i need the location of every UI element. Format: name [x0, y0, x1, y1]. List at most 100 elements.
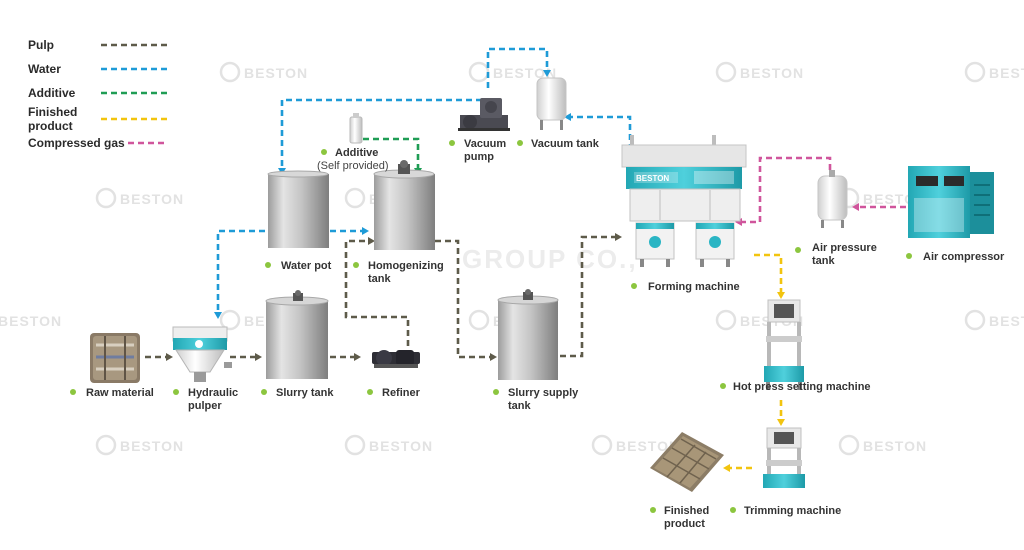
svg-text:Finished: Finished — [28, 105, 77, 119]
pulp-line-supply-to-forming — [560, 235, 615, 358]
svg-text:Slurry supply: Slurry supply — [508, 387, 579, 399]
bullet-icon — [173, 389, 179, 395]
arrowhead — [354, 353, 361, 361]
svg-text:Water pot: Water pot — [281, 260, 332, 272]
svg-text:Vacuum tank: Vacuum tank — [531, 138, 600, 150]
arrowhead — [564, 113, 571, 121]
label-vacuum-pump: Vacuum pump — [449, 138, 506, 163]
label-hot-press-setting-machine: Hot press setting machine — [720, 381, 871, 393]
arrowhead — [723, 464, 730, 472]
svg-text:BESTON: BESTON — [493, 65, 557, 81]
watermark: BESTON — [0, 313, 62, 329]
label-hydraulic-pulper: Hydraulic pulper — [173, 387, 238, 412]
svg-text:Additive: Additive — [335, 147, 378, 159]
bullet-icon — [261, 389, 267, 395]
bullet-icon — [70, 389, 76, 395]
air-compressor-icon — [908, 166, 994, 238]
pulp-line-refiner-to-homogenizing — [344, 239, 410, 356]
legend-item-additive: Additive — [28, 86, 168, 100]
svg-text:BESTON: BESTON — [740, 65, 804, 81]
svg-text:Trimming machine: Trimming machine — [744, 505, 841, 517]
svg-text:pump: pump — [464, 151, 494, 163]
svg-text:BESTON: BESTON — [120, 438, 184, 454]
label-finished-product: Finished product — [650, 505, 709, 530]
trimming-machine-icon — [763, 427, 805, 488]
water-line-pot-to-pulper — [216, 229, 265, 312]
refiner-icon — [372, 350, 420, 368]
svg-text:BESTON: BESTON — [989, 313, 1024, 329]
bullet-icon — [367, 389, 373, 395]
watermark: BESTON — [838, 434, 926, 456]
label-air-compressor: Air compressor — [906, 251, 1005, 263]
bullet-icon — [449, 140, 455, 146]
legend-item-compressed-gas: Compressed gas — [28, 136, 168, 150]
svg-text:Forming machine: Forming machine — [648, 281, 740, 293]
svg-text:Hot press setting machine: Hot press setting machine — [733, 381, 871, 393]
finished-line-forming-to-hotpress — [754, 253, 783, 292]
svg-text:tank: tank — [812, 255, 836, 267]
forming-machine-icon: BESTON — [621, 135, 747, 267]
arrowhead — [368, 237, 375, 245]
label-trimming-machine: Trimming machine — [730, 505, 841, 517]
legend: Pulp Water Additive Finished product Com… — [28, 38, 168, 150]
svg-text:tank: tank — [508, 400, 532, 412]
air-pressure-tank-icon — [817, 170, 848, 228]
bullet-icon — [795, 247, 801, 253]
svg-text:Water: Water — [28, 62, 61, 76]
finished-product-egg-tray-icon — [650, 432, 724, 492]
arrowhead — [362, 227, 369, 235]
svg-text:pulper: pulper — [188, 400, 222, 412]
svg-text:Finished: Finished — [664, 505, 709, 517]
hot-press-machine-icon — [764, 299, 804, 390]
watermark: BESTON — [591, 434, 680, 456]
svg-text:tank: tank — [368, 273, 392, 285]
watermark: BESTON — [95, 187, 184, 209]
arrowhead — [255, 353, 262, 361]
watermark: BESTON — [344, 434, 433, 456]
svg-text:BESTON: BESTON — [616, 438, 680, 454]
label-refiner: Refiner — [367, 387, 421, 399]
svg-text:Hydraulic: Hydraulic — [188, 387, 238, 399]
svg-text:(Self provided): (Self provided) — [317, 160, 389, 172]
label-air-pressure-tank: Air pressure tank — [795, 242, 877, 267]
svg-text:BESTON: BESTON — [0, 313, 62, 329]
bullet-icon — [517, 140, 523, 146]
svg-text:Vacuum: Vacuum — [464, 138, 506, 150]
watermark: BESTON — [715, 61, 804, 83]
svg-text:BESTON: BESTON — [120, 191, 184, 207]
bullet-icon — [730, 507, 736, 513]
node-labels: Raw material Hydraulic pulper Slurry tan… — [70, 138, 1005, 530]
label-vacuum-tank: Vacuum tank — [517, 138, 600, 150]
svg-text:Additive: Additive — [28, 86, 76, 100]
label-additive: Additive (Self provided) — [317, 147, 389, 172]
arrowhead — [852, 203, 859, 211]
label-slurry-supply-tank: Slurry supply tank — [493, 387, 579, 412]
bullet-icon — [493, 389, 499, 395]
water-pot-icon — [267, 170, 329, 248]
label-raw-material: Raw material — [70, 387, 154, 399]
forming-machine-brand: BESTON — [636, 174, 669, 183]
arrowhead — [543, 70, 551, 77]
svg-text:Pulp: Pulp — [28, 38, 54, 52]
watermark: BESTON — [964, 309, 1024, 331]
bullet-icon — [321, 149, 327, 155]
label-slurry-tank: Slurry tank — [261, 387, 334, 399]
bullet-icon — [631, 283, 637, 289]
legend-item-pulp: Pulp — [28, 38, 168, 52]
bullet-icon — [650, 507, 656, 513]
svg-text:Air pressure: Air pressure — [812, 242, 877, 254]
label-water-pot: Water pot — [265, 260, 332, 272]
bullet-icon — [353, 262, 359, 268]
pulp-line-homogenizing-to-supply — [435, 239, 490, 359]
svg-text:BESTON: BESTON — [369, 438, 433, 454]
homogenizing-tank-icon — [373, 160, 435, 250]
gas-line-tank-to-forming — [742, 156, 832, 224]
slurry-tank-icon — [265, 290, 329, 379]
svg-text:Homogenizing: Homogenizing — [368, 260, 444, 272]
bullet-icon — [265, 262, 271, 268]
svg-text:Raw material: Raw material — [86, 387, 154, 399]
slurry-supply-tank-icon — [497, 289, 559, 380]
arrowhead — [214, 312, 222, 319]
watermark-center-text: GROUP CO., — [462, 244, 638, 274]
